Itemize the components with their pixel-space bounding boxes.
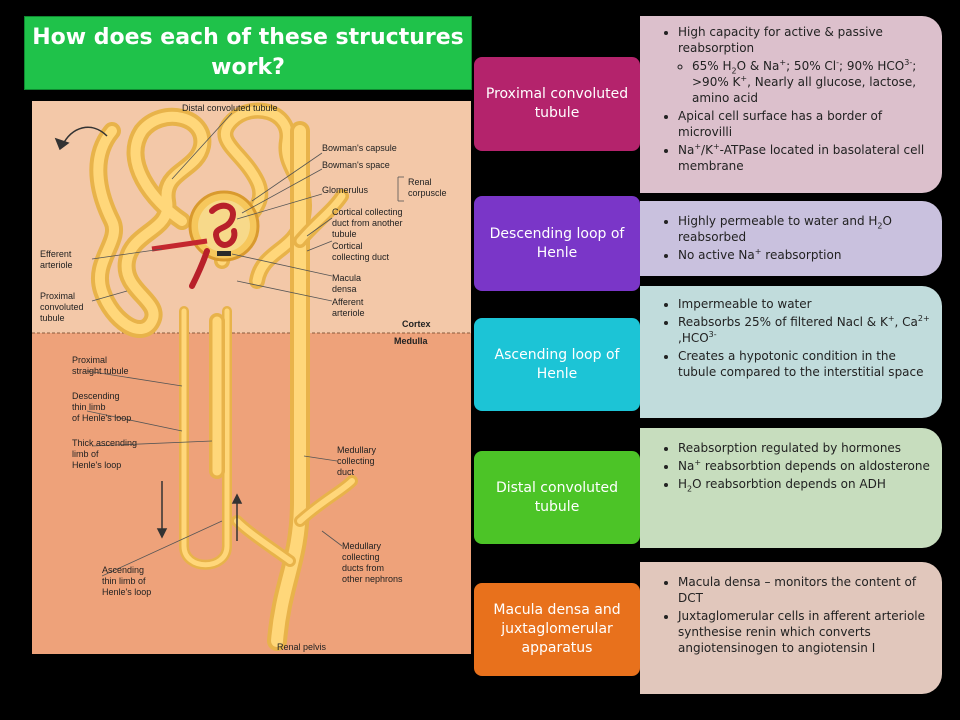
label-desc-thin-1: Descending: [72, 391, 120, 401]
card-distal-convoluted-tubule: Reabsorption regulated by hormones Na+ r…: [640, 428, 942, 548]
label-efferent-2: arteriole: [40, 260, 73, 270]
card-proximal-convoluted-tubule: High capacity for active & passive reabs…: [640, 16, 942, 193]
label-corpuscle: corpuscle: [408, 188, 447, 198]
label-macula-2: densa: [332, 284, 357, 294]
label-medullary-cd-3: duct: [337, 467, 355, 477]
label-prox-straight-1: Proximal: [72, 355, 107, 365]
slide-title: How does each of these structures work?: [32, 25, 464, 80]
md-bullet-1: Macula densa – monitors the content of D…: [678, 574, 932, 606]
md-bullet-2: Juxtaglomerular cells in afferent arteri…: [678, 608, 932, 656]
label-medullary-other-4: other nephrons: [342, 574, 403, 584]
pct-bullet-3: Na+/K+-ATPase located in basolateral cel…: [678, 142, 932, 174]
alh-bullet-3: Creates a hypotonic condition in the tub…: [678, 348, 932, 380]
label-medullary-other-2: collecting: [342, 552, 380, 562]
alh-bullet-2: Reabsorbs 25% of filtered Nacl & K+, Ca2…: [678, 314, 932, 346]
label-cortical-cd-another-1: Cortical collecting: [332, 207, 403, 217]
macula-densa-mark: [217, 251, 231, 256]
label-distal-convoluted-tubule: Distal convoluted tubule: [182, 103, 278, 113]
label-macula-1: Macula: [332, 273, 361, 283]
label-proximal-conv-1: Proximal: [40, 291, 75, 301]
nephron-diagram: Distal convoluted tubule Bowman's capsul…: [32, 101, 471, 654]
label-thick-asc-3: Henle's loop: [72, 460, 121, 470]
label-renal-pelvis: Renal pelvis: [277, 642, 327, 652]
label-prox-straight-2: straight tubule: [72, 366, 129, 376]
label-cortical-cd-1: Cortical: [332, 241, 363, 251]
label-cortex: Cortex: [402, 319, 431, 329]
title-box: How does each of these structures work?: [24, 16, 472, 90]
label-proximal-conv-3: tubule: [40, 313, 65, 323]
tab-proximal-convoluted-tubule: Proximal convoluted tubule: [474, 57, 640, 151]
label-medullary-cd-1: Medullary: [337, 445, 377, 455]
pct-subbullet-1: 65% H2O & Na+; 50% Cl-; 90% HCO3-; >90% …: [692, 58, 932, 106]
alh-bullet-1: Impermeable to water: [678, 296, 932, 312]
pct-bullet-2: Apical cell surface has a border of micr…: [678, 108, 932, 140]
label-desc-thin-2: thin limb: [72, 402, 106, 412]
tab-ascending-loop: Ascending loop of Henle: [474, 318, 640, 411]
card-descending-loop: Highly permeable to water and H2O reabso…: [640, 201, 942, 276]
label-medulla: Medulla: [394, 336, 428, 346]
label-asc-thin-1: Ascending: [102, 565, 144, 575]
label-desc-thin-3: of Henle's loop: [72, 413, 131, 423]
dlh-bullet-1: Highly permeable to water and H2O reabso…: [678, 213, 932, 245]
label-afferent-1: Afferent: [332, 297, 364, 307]
tab-distal-convoluted-tubule: Distal convoluted tubule: [474, 451, 640, 544]
label-medullary-other-3: ducts from: [342, 563, 384, 573]
label-medullary-other-1: Medullary: [342, 541, 382, 551]
medulla-region: [32, 333, 471, 654]
card-macula-densa: Macula densa – monitors the content of D…: [640, 562, 942, 694]
leader-lines: [86, 112, 404, 577]
label-thick-asc-2: limb of: [72, 449, 99, 459]
dct-bullet-2: Na+ reabsorbtion depends on aldosterone: [678, 458, 932, 474]
card-ascending-loop: Impermeable to water Reabsorbs 25% of fi…: [640, 286, 942, 418]
label-asc-thin-3: Henle's loop: [102, 587, 151, 597]
label-cortical-cd-2: collecting duct: [332, 252, 390, 262]
label-bowmans-capsule: Bowman's capsule: [322, 143, 397, 153]
flow-arrows: [54, 126, 243, 541]
dlh-bullet-2: No active Na+ reabsorption: [678, 247, 932, 263]
pct-bullet-1: High capacity for active & passive reabs…: [678, 24, 932, 106]
label-glomerulus: Glomerulus: [322, 185, 369, 195]
label-efferent-1: Efferent: [40, 249, 72, 259]
label-bowmans-space: Bowman's space: [322, 160, 390, 170]
label-proximal-conv-2: convoluted: [40, 302, 84, 312]
label-renal: Renal: [408, 177, 432, 187]
label-afferent-2: arteriole: [332, 308, 365, 318]
label-cortical-cd-another-2: duct from another: [332, 218, 403, 228]
dct-bullet-1: Reabsorption regulated by hormones: [678, 440, 932, 456]
dct-bullet-3: H2O reabsorbtion depends on ADH: [678, 476, 932, 493]
tubule-drawing: [89, 102, 358, 651]
glomerulus: [189, 202, 238, 289]
label-medullary-cd-2: collecting: [337, 456, 375, 466]
tab-descending-loop: Descending loop of Henle: [474, 196, 640, 291]
efferent-arteriole-vessel: [151, 238, 208, 252]
tab-macula-densa: Macula densa and juxtaglomerular apparat…: [474, 583, 640, 676]
label-cortical-cd-another-3: tubule: [332, 229, 357, 239]
label-asc-thin-2: thin limb of: [102, 576, 146, 586]
label-thick-asc-1: Thick ascending: [72, 438, 137, 448]
